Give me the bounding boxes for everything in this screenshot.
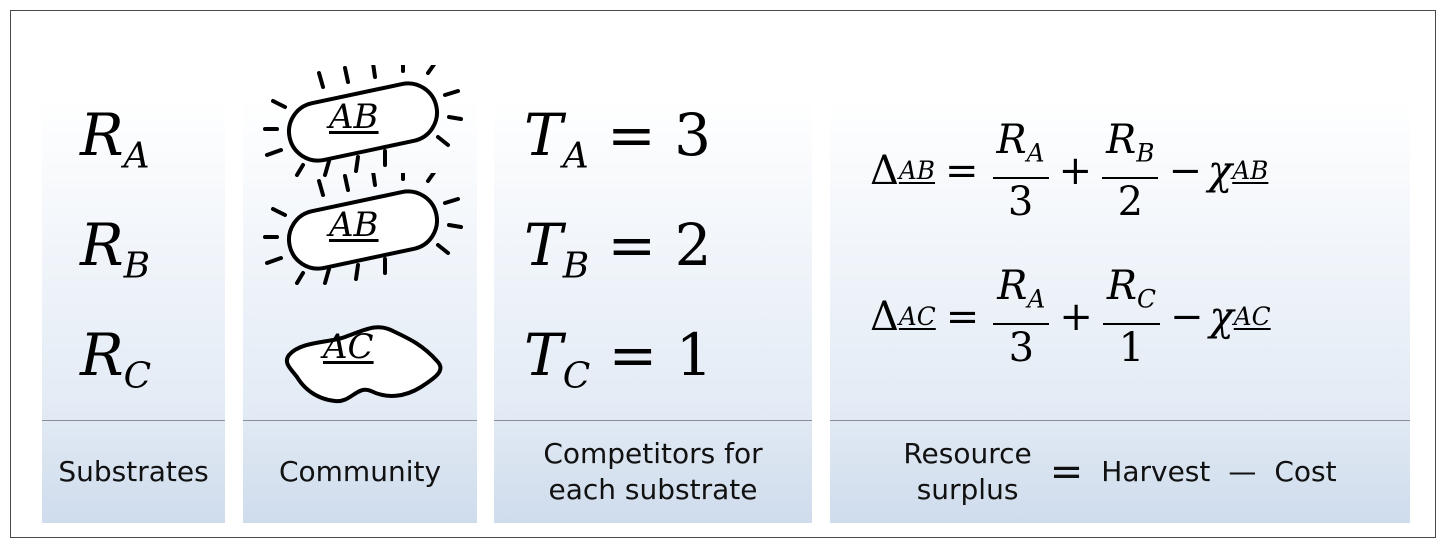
competitors-footer-line1: Competitors for	[543, 437, 763, 470]
surplus-footer: Resource surplus = Harvest — Cost	[830, 421, 1410, 523]
competitors-divider	[494, 420, 812, 421]
surplus-divider	[830, 420, 1410, 421]
substrate-RB: RB	[80, 211, 151, 287]
competitors-panel: TA = 3 TB = 2 TC = 1 Competitors for eac…	[494, 97, 812, 523]
surplus-footer-resource: Resource surplus	[903, 437, 1032, 506]
competitors-footer: Competitors for each substrate	[494, 421, 812, 523]
substrates-divider	[42, 420, 225, 421]
substrates-panel: RA RB RC Substrates	[42, 97, 225, 523]
surplus-footer-harvest: Harvest	[1101, 455, 1211, 488]
microbe-ac-label: AC	[323, 327, 374, 367]
substrate-RC: RC	[80, 321, 152, 397]
surplus-footer-eq: =	[1049, 449, 1084, 495]
surplus-footer-cost: Cost	[1274, 455, 1337, 488]
substrates-footer: Substrates	[58, 455, 209, 488]
microbe-ab-1	[263, 65, 463, 177]
fraction-RC-1: RC 1	[1102, 263, 1160, 371]
fraction-RA-3: RA 3	[992, 117, 1049, 225]
fraction-RB-2: RB 2	[1102, 117, 1159, 225]
microbe-ab-2	[263, 173, 463, 285]
competitors-TB: TB = 2	[524, 211, 712, 287]
competitors-TA: TA = 3	[524, 101, 712, 177]
community-footer: Community	[278, 455, 442, 488]
community-panel: AB AB AC Community	[243, 65, 477, 523]
community-divider	[243, 420, 477, 421]
surplus-footer-minus: —	[1228, 455, 1257, 488]
eq-sign: =	[607, 211, 675, 279]
eq-sign: =	[608, 321, 676, 389]
competitors-footer-line2: each substrate	[548, 473, 758, 506]
microbe-ab-1-label: AB	[329, 97, 379, 137]
eq-sign: =	[607, 101, 675, 169]
fraction-RA-3: RA 3	[993, 263, 1050, 371]
microbe-ac	[284, 325, 443, 404]
substrate-RA: RA	[80, 101, 150, 177]
competitors-TC: TC = 1	[524, 321, 713, 397]
microbe-ab-2-label: AB	[329, 205, 379, 245]
